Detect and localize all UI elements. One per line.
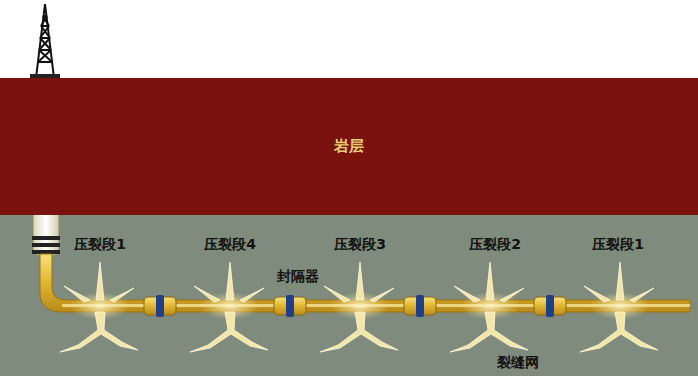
packer (156, 295, 164, 317)
packer (546, 295, 554, 317)
packer (416, 295, 424, 317)
fracture-network (450, 262, 528, 352)
stage-label: 压裂段4 (204, 236, 256, 253)
stage-label: 压裂段3 (334, 236, 386, 253)
layer-name: 岩层 (334, 137, 364, 156)
packer (286, 295, 294, 317)
fracture-label: 裂缝网 (494, 354, 542, 371)
fracture-network (60, 262, 138, 352)
fracture-network (190, 262, 268, 352)
stage-label: 压裂段1 (592, 236, 644, 253)
stage-label: 压裂段1 (74, 236, 126, 253)
stage-label: 压裂段2 (469, 236, 521, 253)
rock-layer-band: 岩层 (0, 78, 698, 215)
fracture-network (580, 262, 658, 352)
fracture-network (320, 262, 398, 352)
packer-label: 封隔器 (277, 268, 319, 285)
